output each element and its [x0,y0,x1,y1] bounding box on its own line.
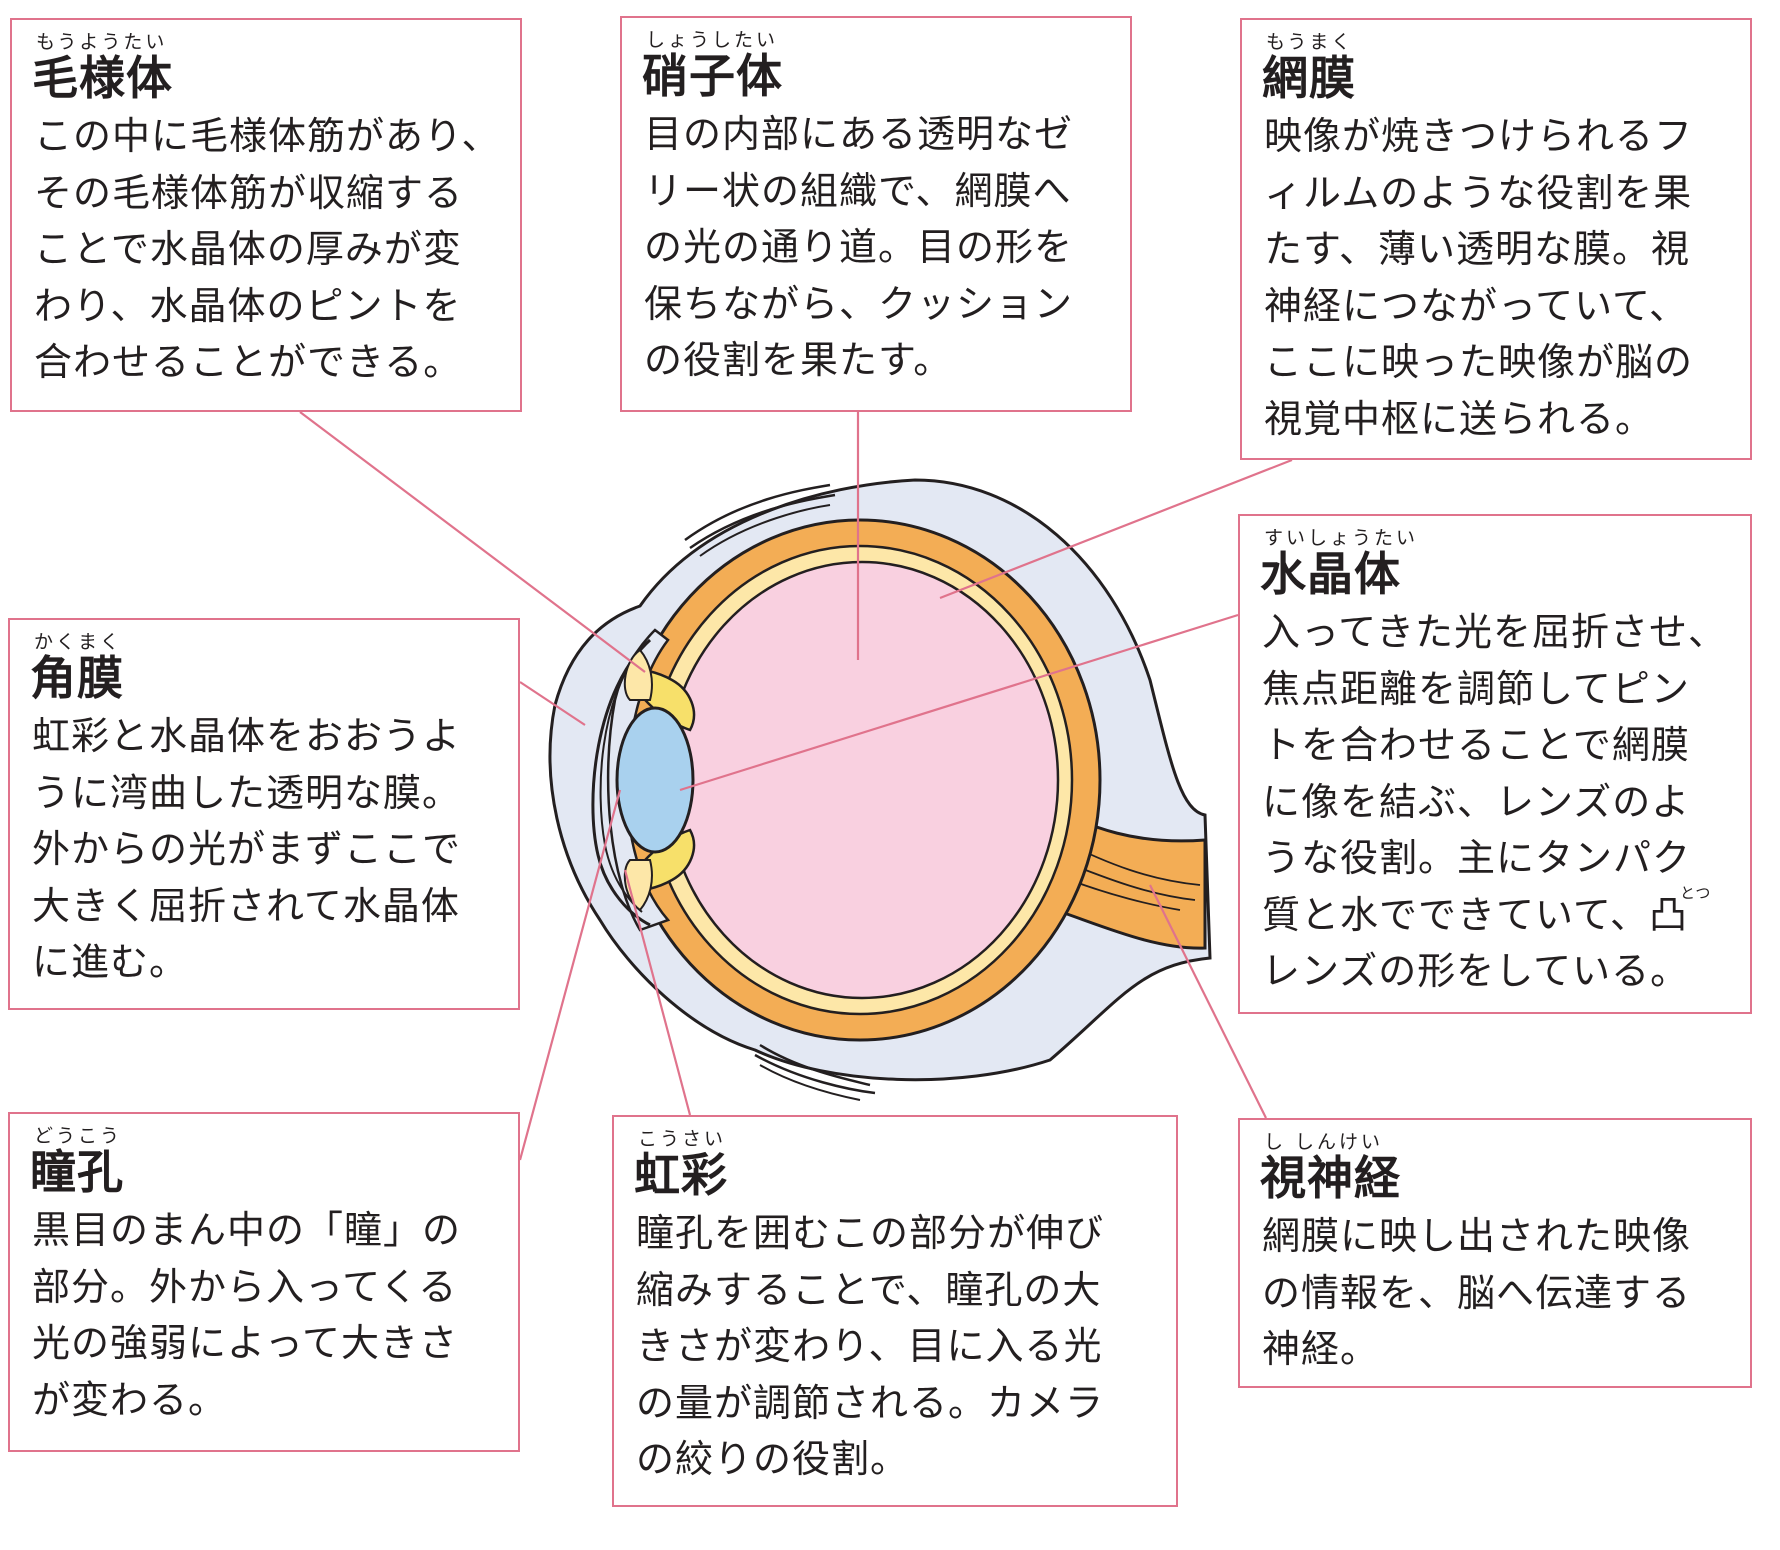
retina-description: 映像が焼きつけられるフ ィルムのような役割を果 たす、薄い透明な膜。視 神経につ… [1264,114,1694,441]
optic-nerve-box: し しんけい 視神経 網膜に映し出された映像 の情報を、脳へ伝達する 神経。 [1238,1118,1752,1388]
ciliary-body-description: この中に毛様体筋があり、 その毛様体筋が収縮する ことで水晶体の厚みが変 わり、… [34,114,501,384]
retina-box: もうまく 網膜 映像が焼きつけられるフ ィルムのような役割を果 たす、薄い透明な… [1240,18,1752,460]
lens-convex-reading: とつ [1680,884,1712,902]
ciliary-body-box: もうようたい 毛様体 この中に毛様体筋があり、 その毛様体筋が収縮する ことで水… [10,18,522,412]
vitreous-body-reading: しょうしたい [646,29,779,51]
vitreous-body [664,560,1060,1000]
lens-title: 水晶体 [1260,547,1401,601]
optic-nerve-description: 網膜に映し出された映像 の情報を、脳へ伝達する 神経。 [1262,1214,1692,1371]
lens-box: すいしょうたい 水晶体 入ってきた光を屈折させ、 焦点距離を調節してピン トを合… [1238,514,1752,1014]
lens-reading: すいしょうたい [1264,527,1419,549]
vitreous-body-box: しょうしたい 硝子体 目の内部にある透明なゼ リー状の組織で、網膜へ の光の通り… [620,16,1132,412]
ciliary-body-title: 毛様体 [32,51,173,105]
vitreous-body-description: 目の内部にある透明なゼ リー状の組織で、網膜へ の光の通り道。目の形を 保ちなが… [644,112,1074,382]
lens [615,706,695,854]
ciliary-body-reading: もうようたい [36,31,168,53]
ciliary-body [623,648,696,912]
pupil-box: どうこう 瞳孔 黒目のまん中の「瞳」の 部分。外から入ってくる 光の強弱によって… [8,1112,520,1452]
retina-reading: もうまく [1266,31,1354,53]
retina-title: 網膜 [1262,51,1356,105]
iris-reading: こうさい [638,1128,727,1150]
cornea-title: 角膜 [30,651,124,705]
lens-description: 入ってきた光を屈折させ、 焦点距離を調節してピン トを合わせることで網膜 に像を… [1262,610,1727,993]
vitreous-body-title: 硝子体 [642,49,783,103]
iris-box: こうさい 虹彩 瞳孔を囲むこの部分が伸び 縮みすることで、瞳孔の大 きさが変わり… [612,1115,1178,1507]
pupil-title: 瞳孔 [30,1145,124,1199]
cornea-reading: かくまく [34,631,123,653]
cornea [591,638,652,927]
pupil-reading: どうこう [34,1125,123,1147]
pupil-description: 黒目のまん中の「瞳」の 部分。外から入ってくる 光の強弱によって大きさ が変わる… [32,1208,462,1422]
iris-title: 虹彩 [634,1148,728,1202]
cornea-description: 虹彩と水晶体をおおうよ うに湾曲した透明な膜。 外からの光がまずここで 大きく屈… [32,714,462,984]
cornea-box: かくまく 角膜 虹彩と水晶体をおおうよ うに湾曲した透明な膜。 外からの光がまず… [8,618,520,1010]
optic-nerve-title: 視神経 [1260,1151,1401,1205]
leader-lines [299,411,1293,1161]
iris-description: 瞳孔を囲むこの部分が伸び 縮みすることで、瞳孔の大 きさが変わり、目に入る光 の… [636,1211,1105,1481]
optic-nerve-reading: し しんけい [1264,1131,1384,1153]
